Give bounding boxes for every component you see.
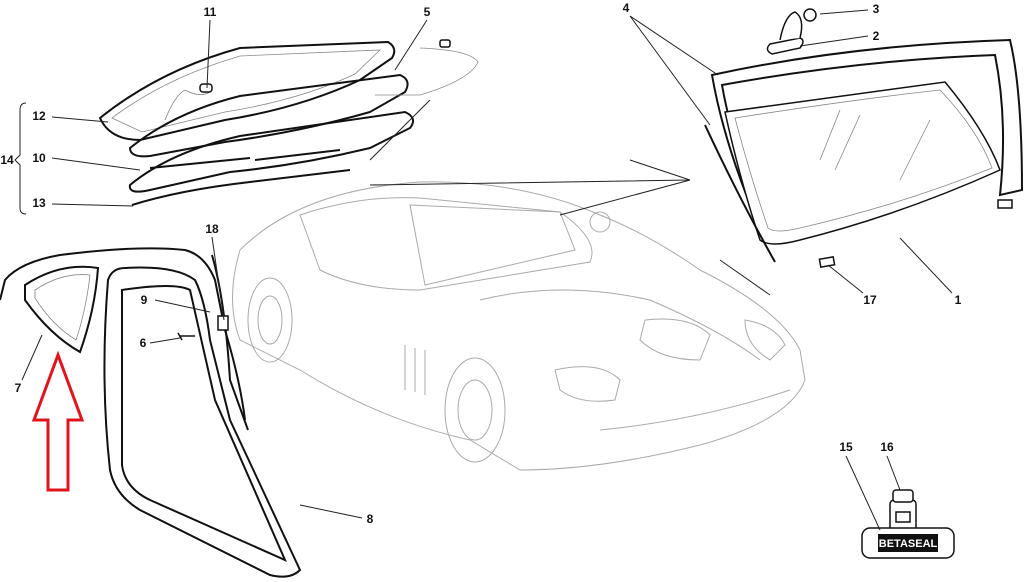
highlight-arrow <box>31 350 85 492</box>
callout-17: 17 <box>863 293 877 307</box>
callout-1: 1 <box>955 293 962 307</box>
leader-lines <box>21 9 953 531</box>
callout-2: 2 <box>873 29 880 43</box>
sealant-products: BETASEAL <box>861 489 955 559</box>
car-outline <box>232 181 806 471</box>
callout-3: 3 <box>873 2 880 16</box>
quarter-glass-part-7 <box>24 265 100 354</box>
callout-11: 11 <box>204 5 217 19</box>
callout-16: 16 <box>880 440 894 454</box>
callout-14: 14 <box>0 153 14 167</box>
callout-8: 8 <box>367 512 374 526</box>
callout-10: 10 <box>32 151 46 165</box>
tube-label: BETASEAL <box>879 538 938 550</box>
callout-4: 4 <box>623 1 630 15</box>
callout-9: 9 <box>141 293 148 307</box>
callout-7: 7 <box>15 381 22 395</box>
callout-15: 15 <box>839 440 853 454</box>
roof-seal-assembly <box>98 39 479 206</box>
windshield-assembly <box>704 8 1024 269</box>
door-seal-assembly <box>0 247 302 578</box>
callout-6: 6 <box>140 336 147 350</box>
callout-13: 13 <box>32 196 46 210</box>
callout-18: 18 <box>205 222 219 236</box>
callout-5: 5 <box>424 5 431 19</box>
callout-numbers: 11 5 4 3 2 12 14 10 13 18 9 6 7 8 17 1 1… <box>0 1 961 526</box>
callout-12: 12 <box>32 109 46 123</box>
